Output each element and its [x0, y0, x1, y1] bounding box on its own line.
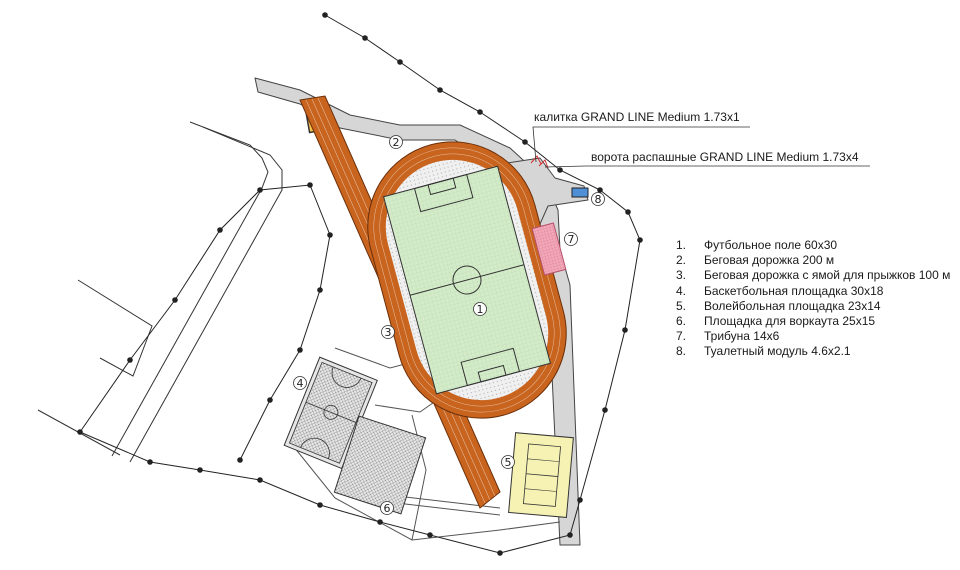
legend-item: 2. Беговая дорожка 200 м — [676, 253, 950, 268]
svg-text:3: 3 — [385, 326, 392, 339]
grandstand — [531, 222, 567, 276]
fence-post — [622, 327, 628, 333]
legend-item-text: Футбольное поле 60x30 — [704, 238, 838, 252]
legend-item-text: Беговая дорожка с ямой для прыжков 100 м — [704, 268, 951, 283]
legend-item-number: 4. — [676, 283, 687, 298]
neighbour-buildings — [37, 121, 283, 463]
fence-post — [237, 457, 243, 463]
fence-post — [437, 87, 443, 93]
fence-post — [602, 407, 608, 413]
zone-marker-4: 4 — [293, 376, 307, 390]
legend-item-text: Трибуна 14x6 — [704, 329, 780, 344]
zone-marker-8: 8 — [591, 192, 605, 206]
fence-post — [322, 12, 328, 18]
gate-swing-callout: ворота распашные GRAND LINE Medium 1.73x… — [591, 150, 859, 164]
legend-item-number: 6. — [676, 314, 687, 329]
fence-post — [317, 502, 323, 508]
svg-text:2: 2 — [393, 136, 400, 149]
fence-post — [172, 297, 178, 303]
zone-marker-6: 6 — [380, 501, 394, 515]
svg-text:4: 4 — [297, 377, 304, 390]
gate-small-leader — [532, 126, 750, 163]
fence-post — [267, 397, 273, 403]
fence-post — [147, 459, 153, 465]
fence-post — [477, 109, 483, 115]
fence-post — [597, 187, 603, 193]
fence-post — [297, 347, 303, 353]
legend-item: 6. Площадка для воркаута 25x15 — [676, 314, 950, 329]
fence-post — [217, 227, 223, 233]
fence-post — [317, 287, 323, 293]
svg-text:6: 6 — [384, 502, 391, 515]
legend-item-number: 1. — [676, 238, 687, 252]
legend-item-number: 8. — [676, 344, 687, 359]
zone-marker-2: 2 — [389, 135, 403, 149]
legend-item-number: 7. — [676, 329, 687, 344]
fence-post — [307, 182, 313, 188]
gate-small-callout: калитка GRAND LINE Medium 1.73x1 — [534, 110, 740, 124]
fence-posts — [77, 12, 643, 556]
workout-area — [333, 415, 427, 515]
legend-item-text: Площадка для воркаута 25x15 — [704, 314, 876, 329]
fence-post — [77, 429, 83, 435]
gate-swing-leader — [544, 165, 870, 168]
legend-list: 1. Футбольное поле 60x30 2. Беговая дорожк… — [676, 238, 950, 360]
svg-text:8: 8 — [595, 193, 602, 206]
legend-item: 1. Футбольное поле 60x30 — [676, 238, 950, 253]
fence-post — [522, 139, 528, 145]
legend-item-text: Беговая дорожка 200 м — [704, 253, 835, 268]
legend-item-number: 3. — [676, 268, 687, 283]
legend-item: 8. Туалетный модуль 4.6x2.1 — [676, 344, 950, 359]
legend-item: 7. Трибуна 14x6 — [676, 329, 950, 344]
fence-post — [362, 35, 368, 41]
fence-post — [557, 167, 563, 173]
fence-post — [567, 532, 573, 538]
svg-text:7: 7 — [568, 233, 575, 246]
fence-post — [625, 209, 631, 215]
fence-line — [79, 14, 641, 554]
legend-item: 5. Волейбольная площадка 23x14 — [676, 299, 950, 314]
svg-text:5: 5 — [505, 456, 512, 469]
centre-circle — [452, 265, 482, 295]
legend-item-text: Туалетный модуль 4.6x2.1 — [704, 344, 851, 359]
fence-post — [397, 59, 403, 65]
fence-post — [637, 237, 643, 243]
legend-item-text: Волейбольная площадка 23x14 — [704, 298, 881, 313]
legend-item-number: 5. — [676, 298, 687, 313]
legend-item: 4. Баскетбольная площадка 30x18 — [676, 284, 950, 299]
zone-marker-1: 1 — [473, 302, 487, 316]
toilet-module — [571, 187, 589, 198]
fence-post — [257, 187, 263, 193]
zone-marker-3: 3 — [381, 325, 395, 339]
legend-item-text: Баскетбольная площадка 30x18 — [704, 283, 884, 298]
fence-post — [127, 357, 133, 363]
fence-post — [497, 550, 503, 556]
zone-marker-5: 5 — [501, 455, 515, 469]
fence-post — [577, 497, 583, 503]
legend-item: 3. Беговая дорожка с ямой для прыжков 100… — [676, 268, 950, 283]
fence-post — [377, 519, 383, 525]
zone-marker-7: 7 — [564, 232, 578, 246]
legend-item-number: 2. — [676, 253, 687, 268]
fence-post — [257, 477, 263, 483]
fence-post — [197, 467, 203, 473]
fence-post — [427, 532, 433, 538]
fence-post — [327, 232, 333, 238]
svg-text:1: 1 — [477, 303, 484, 316]
gate-icons — [530, 155, 549, 169]
